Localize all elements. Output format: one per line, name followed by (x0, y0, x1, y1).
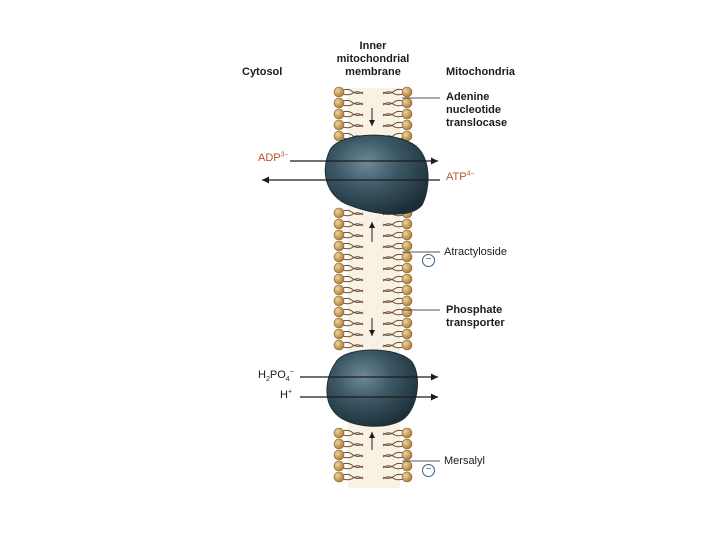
phosphate-transporter-label: Phosphate transporter (446, 304, 505, 330)
atp-charge: 4− (467, 170, 475, 177)
phosphate-ion-label: H2PO4− (258, 369, 294, 382)
phosphate-label-line-2: transporter (446, 317, 505, 330)
phosphate-ion-sub2: 4 (286, 376, 290, 383)
adp-charge: 3− (281, 151, 289, 158)
membrane-label-line-1: Inner (318, 40, 428, 53)
phosphate-ion-charge: − (290, 368, 294, 375)
atractyloside-label: Atractyloside (444, 246, 507, 259)
mitochondria-label: Mitochondria (446, 66, 515, 79)
mersalyl-inhibition-icon: − (422, 464, 435, 477)
translocase-label-line-1: Adenine (446, 91, 507, 104)
adp-text: ADP (258, 152, 281, 164)
membrane-label-line-3: membrane (318, 66, 428, 79)
phosphate-ion-h: H (258, 369, 266, 381)
atp-label: ATP4− (446, 171, 475, 184)
phosphate-label-line-1: Phosphate (446, 304, 505, 317)
adenine-nucleotide-translocase-protein (325, 135, 428, 214)
proton-charge: + (288, 388, 292, 395)
proton-label: H+ (280, 389, 292, 402)
phosphate-ion-po: PO (270, 369, 286, 381)
inner-membrane-label: Inner mitochondrial membrane (318, 40, 428, 79)
proton-text: H (280, 389, 288, 401)
translocase-label-line-2: nucleotide (446, 104, 507, 117)
mersalyl-label: Mersalyl (444, 455, 485, 468)
translocase-label: Adenine nucleotide translocase (446, 91, 507, 130)
atractyloside-inhibition-icon: − (422, 254, 435, 267)
atp-text: ATP (446, 171, 467, 183)
phosphate-transporter-protein (327, 350, 418, 426)
translocase-label-line-3: translocase (446, 117, 507, 130)
cytosol-label: Cytosol (242, 66, 282, 79)
adp-label: ADP3− (258, 152, 289, 165)
membrane-label-line-2: mitochondrial (318, 53, 428, 66)
